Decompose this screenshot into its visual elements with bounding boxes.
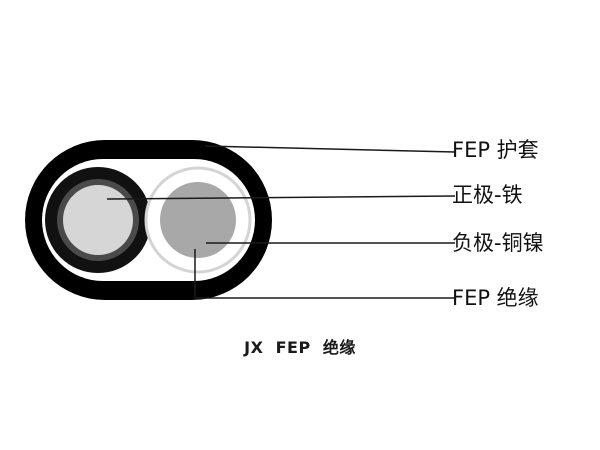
label-negative-copper-nickel: 负极-铜镍 xyxy=(452,231,544,255)
leader-line-insulation xyxy=(194,249,455,299)
label-fep-jacket: FEP 护套 xyxy=(452,138,539,162)
iron-conductor-core xyxy=(63,185,133,255)
copper-nickel-conductor-core xyxy=(160,182,236,258)
label-fep-insulation: FEP 绝缘 xyxy=(452,286,539,310)
leader-line-positive xyxy=(106,195,456,200)
label-positive-iron: 正极-铁 xyxy=(452,183,523,207)
leader-line-jacket xyxy=(204,145,456,153)
diagram-caption: JX FEP 绝缘 xyxy=(244,338,356,357)
